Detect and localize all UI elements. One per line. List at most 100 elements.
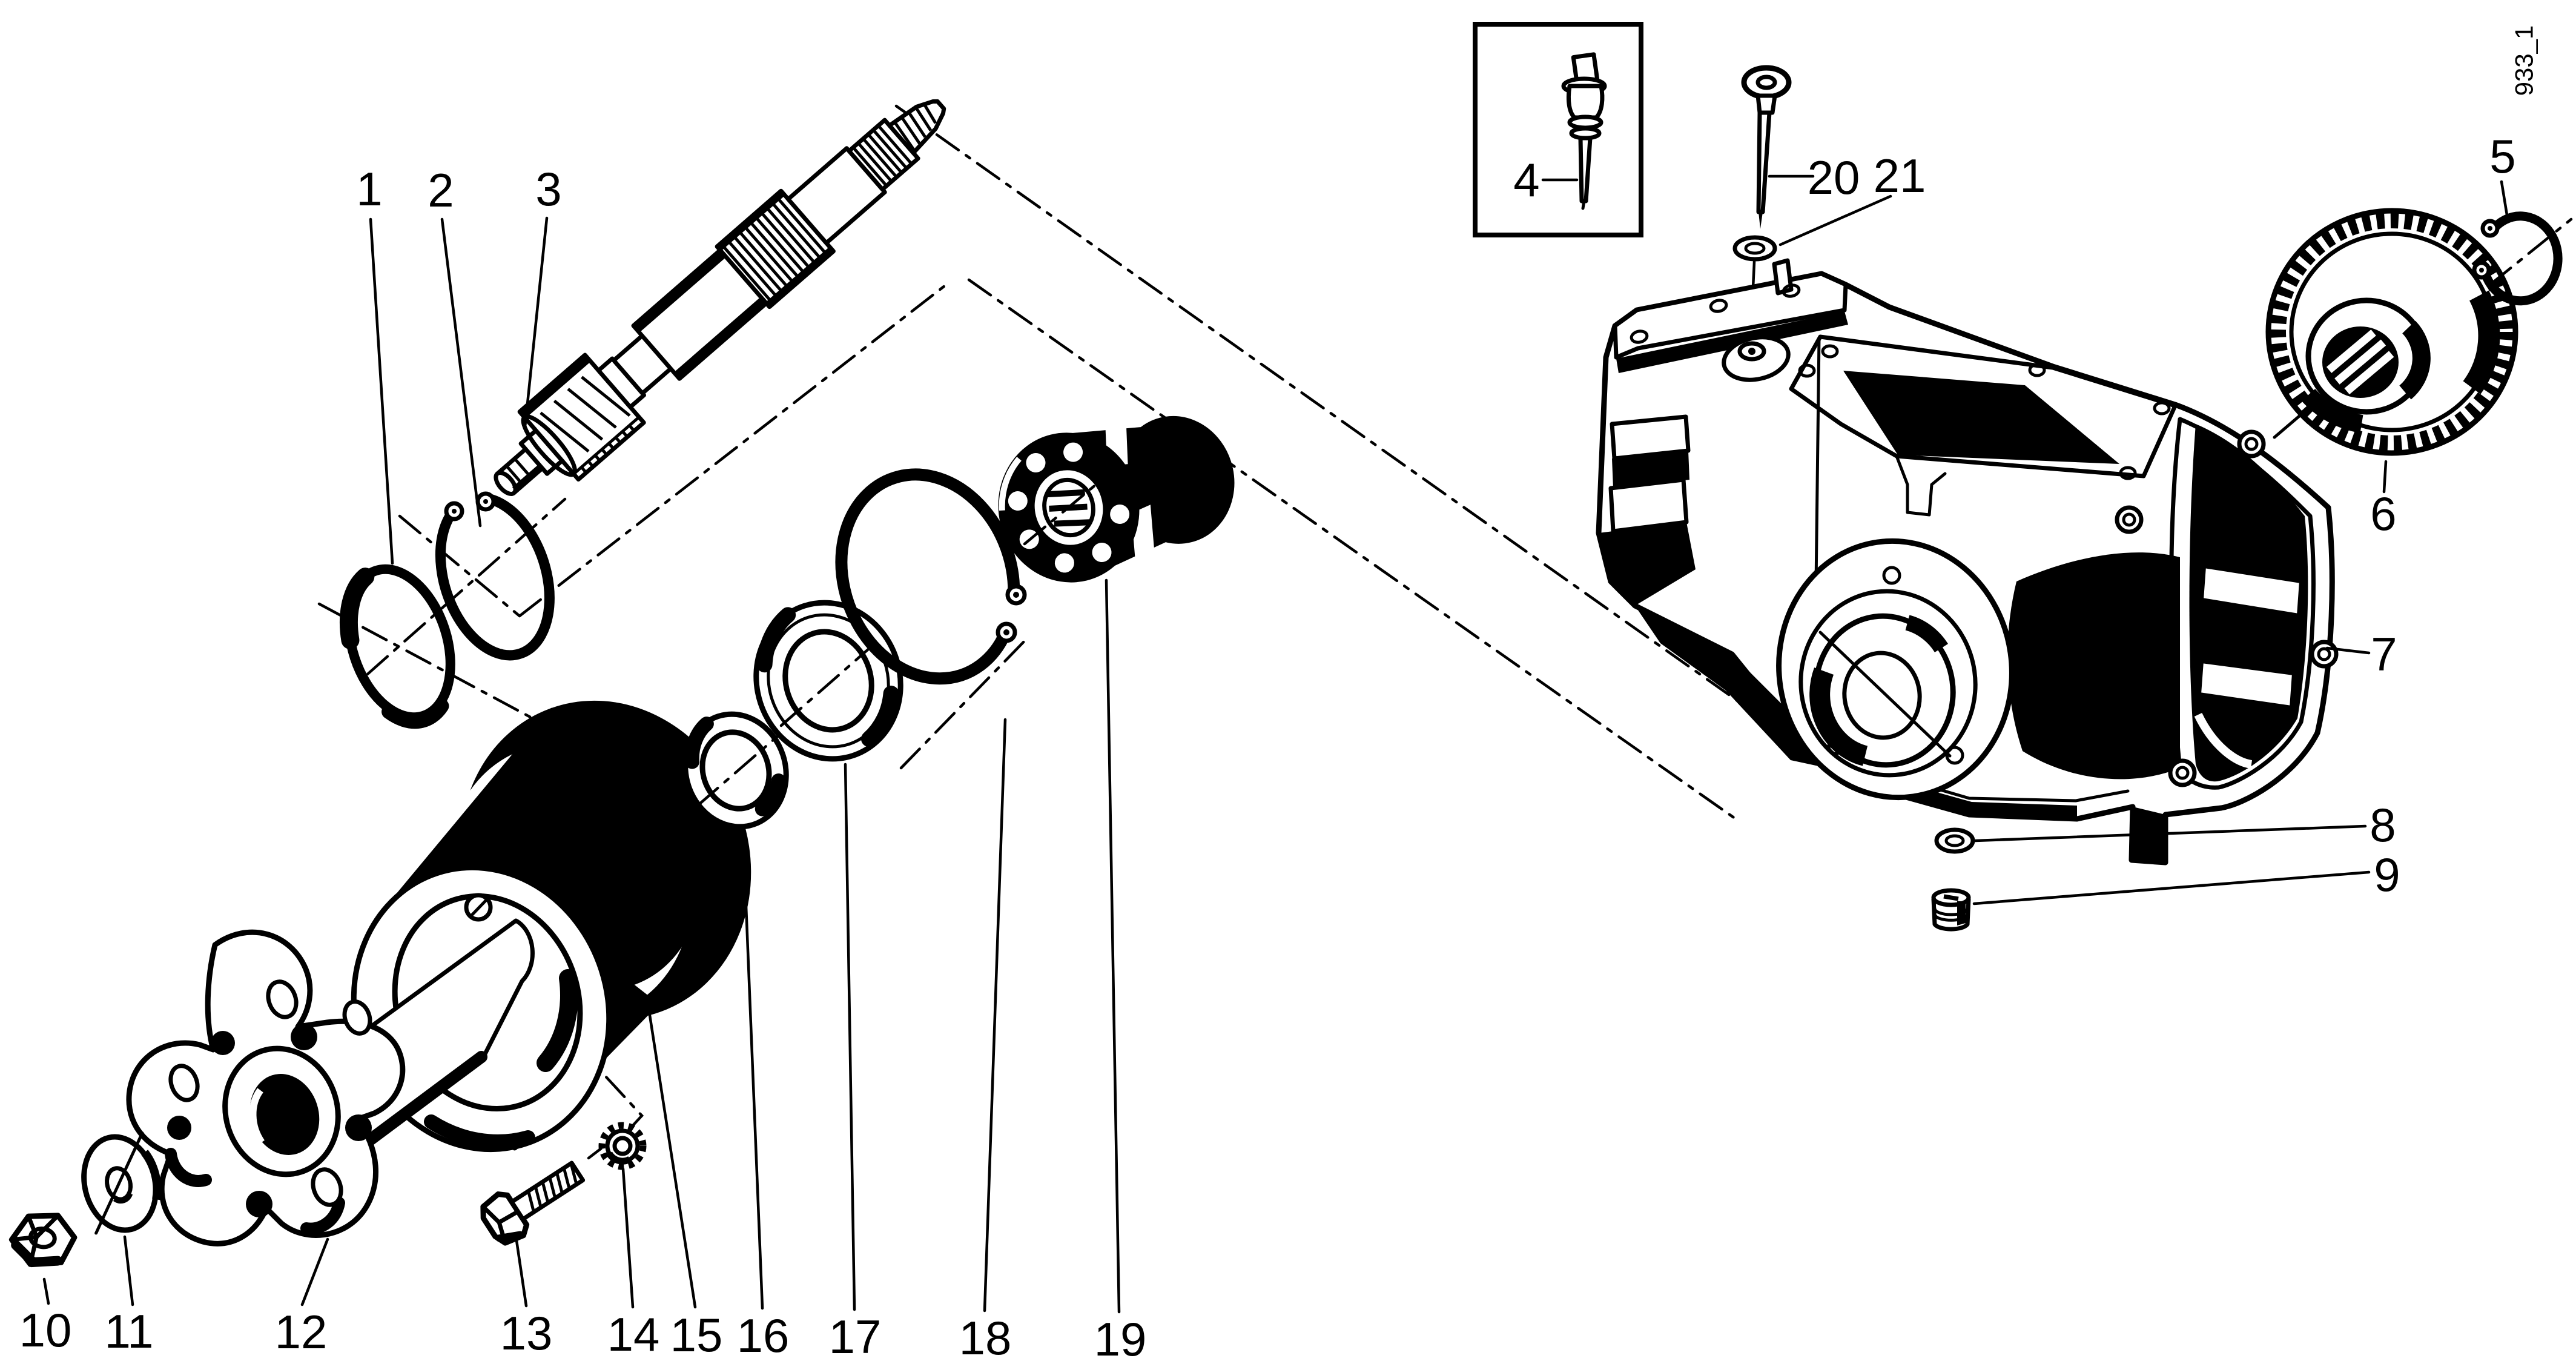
dipstick-handle	[1741, 65, 1792, 100]
part-19-ball-bearing	[998, 415, 1235, 583]
drawing-code: 933_1	[2510, 25, 2538, 96]
part-6-helical-gear	[2265, 208, 2518, 456]
phantom-long-diagonal	[894, 104, 1838, 772]
part-20-oil-dipstick	[1741, 65, 1792, 229]
gear-teeth	[2270, 213, 2514, 451]
leader-11	[123, 1235, 134, 1306]
callout-10: 10	[19, 1303, 72, 1357]
callout-9: 9	[2374, 848, 2400, 901]
bearing-ball	[1063, 442, 1083, 462]
gasket-hole	[2119, 466, 2137, 480]
plate-hole	[1630, 329, 1649, 344]
bell-bolt-eye	[2310, 640, 2339, 669]
callout-1: 1	[356, 162, 382, 216]
bearing-ball	[1110, 504, 1130, 524]
flange-bolt-hole	[168, 1064, 200, 1102]
leader-16	[741, 829, 764, 1310]
gasket-hole	[2028, 363, 2046, 377]
bearing-ball	[1008, 491, 1028, 511]
callout-14: 14	[607, 1308, 660, 1361]
inset-frame	[1473, 22, 1643, 237]
axis-slash-ring-5	[2488, 217, 2573, 286]
housing-right-shadow	[2007, 552, 2180, 780]
callout-18: 18	[959, 1311, 1012, 1364]
part-21-sealing-washer	[1732, 235, 1777, 262]
flange-hole	[1945, 746, 1964, 765]
leader-8	[1973, 824, 2367, 843]
bolt-threads	[527, 1164, 578, 1211]
leader-12	[300, 1237, 329, 1306]
leader-10	[42, 1277, 50, 1305]
part-2-snap-ring	[435, 491, 555, 661]
part-12-coupling-flange	[126, 929, 406, 1246]
leader-14	[621, 1167, 635, 1309]
plate-hole	[1782, 283, 1801, 298]
flange-hole	[1882, 566, 1901, 585]
housing-left-step	[1608, 477, 1689, 534]
bell-bolt-eye	[2237, 429, 2266, 459]
callout-labels: 1 2 3 4 5 6 7 8 9 10 11 12 13 14 15 16 1…	[19, 25, 2538, 1364]
axis-slash-bearing-19	[1023, 465, 1120, 546]
gasket-hole	[2153, 401, 2171, 415]
callout-20: 20	[1808, 151, 1860, 204]
callout-2: 2	[428, 164, 454, 217]
axis-slash-ring-16	[696, 733, 781, 807]
bell-bolt-eye	[2115, 505, 2144, 534]
callout-13: 13	[500, 1306, 553, 1360]
axis-slash-rings-1-2	[366, 497, 567, 676]
part-16-spacer-ring	[682, 711, 789, 830]
spline-teeth	[719, 194, 830, 305]
bell-gasket-band	[2169, 417, 2316, 790]
dipstick-hole	[1737, 341, 1766, 362]
bearing-ball	[1026, 452, 1046, 472]
callout-4: 4	[1513, 153, 1539, 207]
leader-13	[515, 1239, 528, 1308]
axis-slash-ring-18	[899, 634, 1031, 770]
plate-hole	[1709, 299, 1728, 313]
leader-lines	[42, 174, 2509, 1314]
leader-1	[369, 217, 394, 565]
flange-bolt-hole	[311, 1167, 343, 1207]
bell-bolt-eye	[2168, 758, 2197, 787]
inset-box	[1473, 22, 1643, 237]
part-7-gearbox-housing	[1596, 258, 2339, 866]
callout-7: 7	[2371, 627, 2397, 681]
part-11-washer	[81, 1131, 162, 1235]
leader-2	[440, 217, 482, 528]
bell-rib	[2199, 564, 2304, 618]
callout-3: 3	[535, 162, 561, 216]
leader-7	[2325, 646, 2371, 655]
part-5-snap-ring	[2472, 211, 2563, 306]
housing-top-opening	[1843, 371, 2119, 464]
part-14-serrated-nut	[598, 1122, 647, 1170]
callout-17: 17	[829, 1310, 882, 1363]
leader-18	[983, 718, 1007, 1313]
shaft-end-face	[494, 471, 518, 496]
callout-11: 11	[105, 1305, 154, 1358]
callout-5: 5	[2489, 130, 2515, 183]
axis-slash-seal-17	[779, 638, 881, 727]
bearing-ball	[1054, 553, 1074, 573]
part-10-hex-nut	[8, 1213, 78, 1268]
callout-8: 8	[2370, 798, 2396, 852]
phantom-box-edge-right	[518, 284, 946, 618]
phantom-lower-diagonal	[967, 278, 1741, 823]
leader-15	[648, 1013, 697, 1309]
callout-12: 12	[275, 1305, 328, 1359]
callout-16: 16	[737, 1309, 790, 1362]
flange-bolt-hole	[342, 999, 372, 1036]
leader-19	[1105, 578, 1121, 1314]
leader-3	[523, 216, 549, 429]
leader-21	[1778, 194, 1892, 247]
leader-6	[2382, 460, 2388, 494]
bearing-ball	[1092, 543, 1112, 563]
gasket-hole	[1798, 363, 1816, 378]
part-9-drain-plug	[1931, 888, 1971, 932]
bell-rib	[2197, 659, 2296, 710]
bore-slash	[1818, 631, 1952, 758]
leader-5	[2500, 180, 2509, 217]
callout-19: 19	[1094, 1313, 1147, 1364]
part-4-breather-dipstick	[1561, 52, 1607, 210]
